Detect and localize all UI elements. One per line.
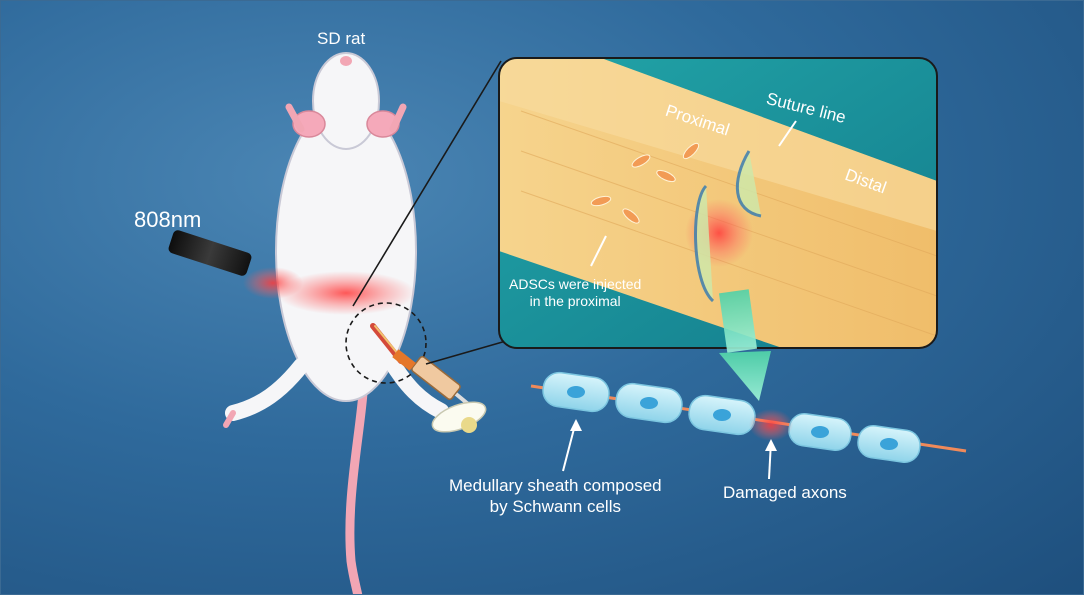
adscs-label: ADSCs were injected in the proximal [509, 276, 641, 310]
sd-rat-label: SD rat [317, 29, 366, 48]
nerve-graft-inset [498, 57, 938, 349]
adscs-label-line1: ADSCs were injected [509, 276, 642, 292]
syringe-icon [392, 349, 487, 433]
medullary-sheath-label: Medullary sheath composed by Schwann cel… [449, 475, 662, 517]
sheath-label-line1: Medullary sheath composed [449, 476, 662, 495]
laser-pointer-icon [168, 230, 303, 299]
surgical-site-marker [345, 302, 427, 384]
sheath-label-line2: by Schwann cells [489, 497, 621, 516]
rat-illustration [223, 52, 449, 594]
suture-line-pointer [778, 120, 797, 147]
adscs-label-line2: in the proximal [529, 293, 621, 309]
schwann-cell-chain [530, 371, 967, 463]
arrow-down-icon [718, 289, 771, 401]
laser-wavelength-label: 808nm [134, 207, 202, 232]
connector-line-top [352, 60, 502, 307]
damaged-axons-label: Damaged axons [723, 483, 847, 502]
adscs-pointer [590, 235, 607, 267]
connector-line-bottom [425, 340, 507, 365]
